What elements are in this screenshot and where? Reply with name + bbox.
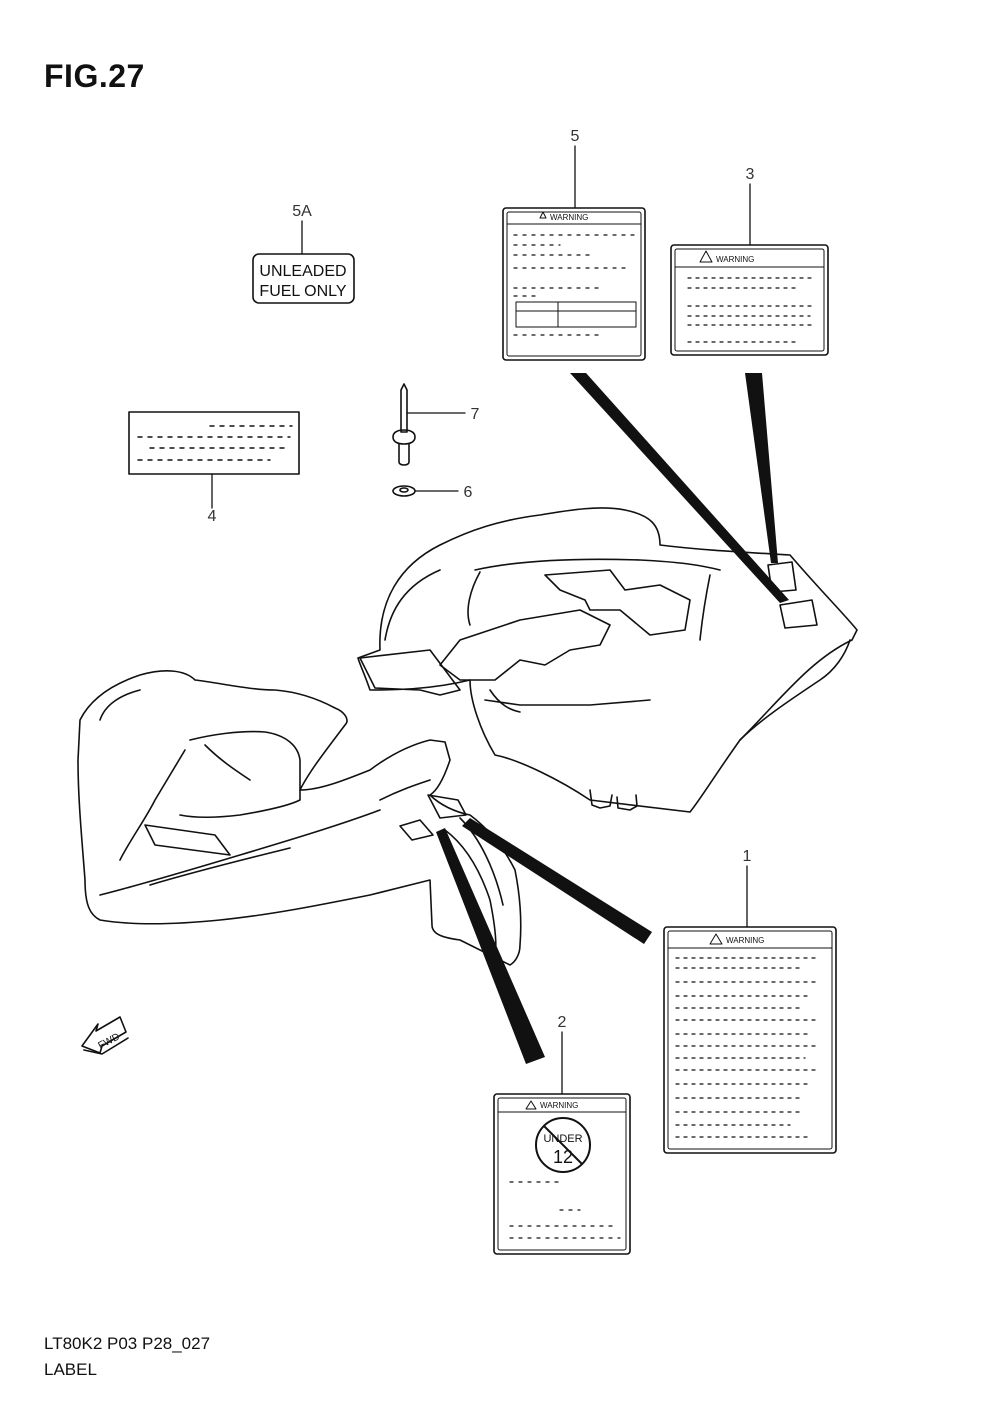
label-5a: UNLEADED FUEL ONLY [252,253,355,304]
leader-wedges [436,373,789,1064]
callout-7: 7 [471,406,480,423]
callout-1: 1 [743,848,752,865]
fwd-arrow-icon: FWD [81,1016,129,1055]
callout-5: 5 [571,128,580,145]
label-5a-line1: UNLEADED [259,263,346,280]
diagram-code: LT80K2 P03 P28_027 [44,1334,211,1353]
rivet-7 [392,383,416,466]
label-2-age-top: UNDER [543,1133,582,1145]
label-5: WARNING [502,207,646,361]
label-2-warning-text: WARNING [540,1101,578,1110]
callout-2: 2 [558,1014,567,1031]
label-2-age-num: 12 [553,1147,573,1167]
diagram-name: LABEL [44,1360,97,1379]
label-4 [128,411,300,475]
label-1-warning-text: WARNING [726,936,764,945]
callout-3: 3 [746,166,755,183]
washer-6 [392,485,416,497]
label-3: WARNING [670,244,829,356]
figure-title: FIG.27 [44,58,145,94]
label-5a-line2: FUEL ONLY [259,283,346,300]
label-5-warning-text: WARNING [550,213,588,222]
callout-4: 4 [208,508,217,525]
label-1: WARNING [663,926,837,1154]
callout-6: 6 [464,484,473,501]
label-2: WARNING UNDER 12 [493,1093,631,1255]
callout-5a: 5A [292,203,312,220]
fender-assembly [77,507,858,966]
label-3-warning-text: WARNING [716,255,754,264]
